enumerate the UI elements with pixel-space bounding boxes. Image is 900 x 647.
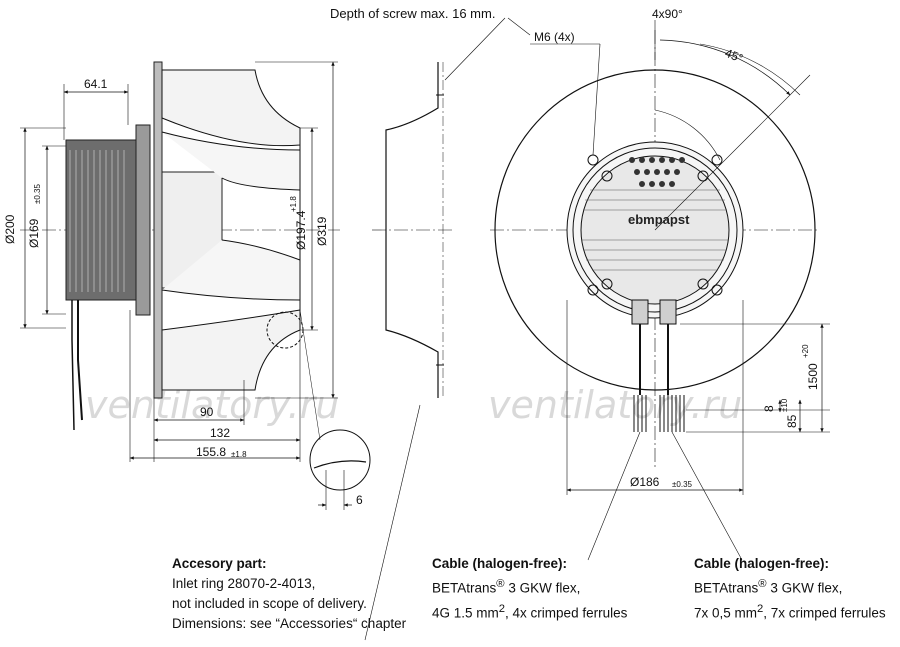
cable1-reg: ®: [496, 578, 505, 590]
accessory-line-2: not included in scope of delivery.: [172, 596, 367, 611]
dim-8: 8: [762, 405, 776, 412]
dim-186: Ø186: [630, 475, 660, 489]
dim-132: 132: [210, 426, 230, 440]
dim-169: Ø169: [27, 218, 41, 248]
dim-186-tol: ±0.35: [672, 480, 693, 489]
dim-1500-tol: +20: [801, 344, 810, 358]
cable1-line-2: 4G 1.5 mm2, 4x crimped ferrules: [432, 599, 627, 624]
cable1-size: 4G 1.5 mm: [432, 605, 499, 620]
front-view: [490, 17, 830, 561]
dim-197: Ø197.4: [294, 210, 308, 250]
cable2-ferrules: , 7x crimped ferrules: [763, 605, 886, 620]
dim-155: 155.8: [196, 445, 226, 459]
dim-1500: 1500: [806, 363, 820, 390]
dim-m6: M6 (4x): [534, 30, 575, 44]
cable1-sup: 2: [498, 602, 506, 615]
cable2-reg: ®: [758, 578, 767, 590]
accessory-line-3: Dimensions: see “Accessories“ chapter: [172, 616, 407, 631]
cable2-spec: 3 GKW flex,: [766, 580, 843, 596]
dim-45: 45°: [723, 46, 745, 66]
accessory-note: Accesory part: Inlet ring 28070-2-4013, …: [172, 554, 406, 634]
cable2-title: Cable (halogen-free):: [694, 556, 830, 571]
dim-200: Ø200: [3, 214, 17, 244]
watermark-right: ventilatory.ru: [488, 383, 742, 427]
dim-6: 6: [356, 493, 363, 507]
accessory-title: Accesory part:: [172, 556, 267, 571]
cable2-line-1: BETAtrans® 3 GKW flex,: [694, 574, 886, 599]
cable-note-2: Cable (halogen-free): BETAtrans® 3 GKW f…: [694, 554, 886, 623]
dim-319: Ø319: [315, 216, 329, 246]
dim-85: 85: [785, 414, 799, 428]
accessory-line-1: Inlet ring 28070-2-4013,: [172, 576, 316, 591]
dim-197-tol: +1.8: [289, 196, 298, 212]
cable2-size: 7x 0,5 mm: [694, 605, 758, 620]
cable1-line-1: BETAtrans® 3 GKW flex,: [432, 574, 627, 599]
cable1-ferrules: , 4x crimped ferrules: [505, 605, 628, 620]
brand-logo: ebmpapst: [628, 212, 690, 227]
dim-4x90: 4x90°: [652, 7, 683, 21]
cable1-spec: 3 GKW flex,: [504, 580, 581, 596]
side-view: [20, 17, 506, 641]
cable2-line-2: 7x 0,5 mm2, 7x crimped ferrules: [694, 599, 886, 624]
cable2-brand: BETAtrans: [694, 580, 759, 596]
cable-note-1: Cable (halogen-free): BETAtrans® 3 GKW f…: [432, 554, 627, 623]
dim-90: 90: [200, 405, 214, 419]
cable1-brand: BETAtrans: [432, 580, 497, 596]
cable2-sup: 2: [757, 602, 764, 615]
cable1-title: Cable (halogen-free):: [432, 556, 568, 571]
dim-85-tol: ±10: [780, 398, 789, 412]
dim-155-tol: ±1.8: [231, 450, 247, 459]
screw-depth-note: Depth of screw max. 16 mm.: [330, 6, 496, 21]
dim-64: 64.1: [84, 77, 108, 91]
dim-169-tol: ±0.35: [33, 183, 42, 204]
